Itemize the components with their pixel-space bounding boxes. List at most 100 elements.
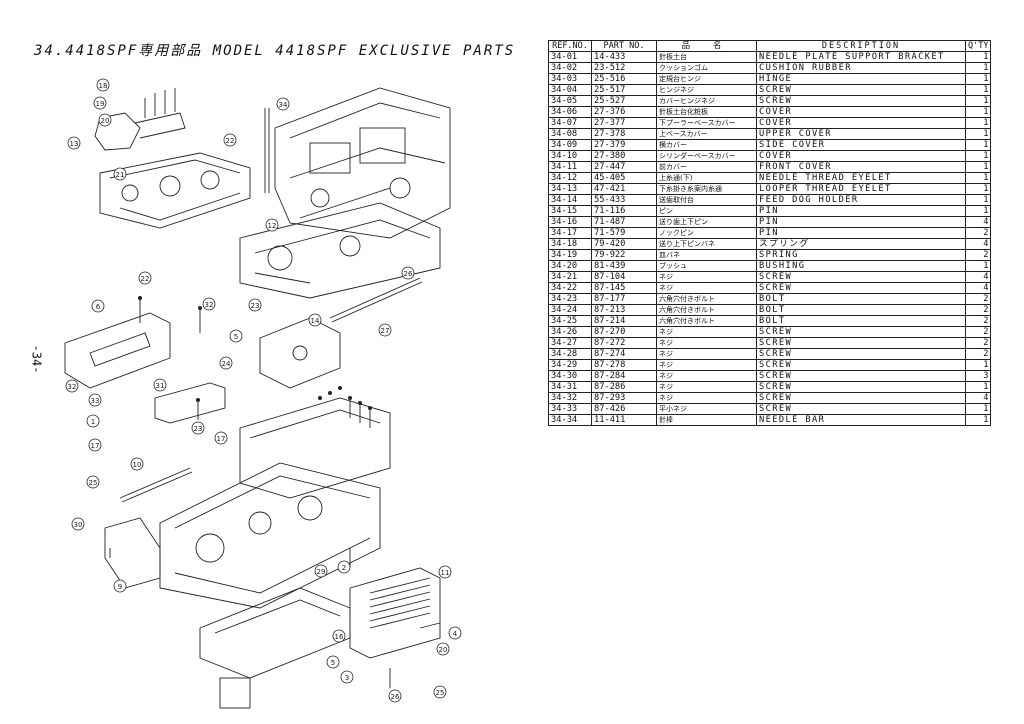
- cell-qty: 1: [964, 381, 992, 393]
- callout-bubble: 17: [214, 431, 228, 445]
- cell-qty: 1: [964, 106, 992, 118]
- cell-name-jp: 皿バネ: [656, 249, 757, 261]
- cell-ref: 34-05: [548, 95, 592, 107]
- cell-part-no: 71-487: [591, 216, 657, 228]
- cell-name-jp: 平小ネジ: [656, 403, 757, 415]
- cell-ref: 34-34: [548, 414, 592, 426]
- callout-bubble: 9: [113, 579, 127, 593]
- cell-part-no: 79-922: [591, 249, 657, 261]
- callout-bubble: 12: [265, 218, 279, 232]
- callout-bubble: 32: [202, 297, 216, 311]
- cell-ref: 34-08: [548, 128, 592, 140]
- cell-name-jp: 下糸掛き糸案内糸通: [656, 183, 757, 195]
- cell-part-no: 87-177: [591, 293, 657, 305]
- callout-bubble: 21: [113, 167, 127, 181]
- cell-part-no: 55-433: [591, 194, 657, 206]
- cell-ref: 34-07: [548, 117, 592, 129]
- callout-bubble: 23: [191, 421, 205, 435]
- callout-bubble: 22: [223, 133, 237, 147]
- callout-label: 13: [70, 140, 79, 148]
- callout-label: 20: [439, 646, 448, 654]
- cell-part-no: 27-377: [591, 117, 657, 129]
- cell-description: BOLT: [756, 315, 966, 327]
- callout-bubble: 20: [98, 113, 112, 127]
- cell-ref: 34-04: [548, 84, 592, 96]
- cell-part-no: 87-272: [591, 337, 657, 349]
- cell-part-no: 25-517: [591, 84, 657, 96]
- cell-description: SCREW: [756, 403, 966, 415]
- cell-ref: 34-09: [548, 139, 592, 151]
- cell-ref: 34-27: [548, 337, 592, 349]
- cell-name-jp: ノックピン: [656, 227, 757, 239]
- cell-ref: 34-11: [548, 161, 592, 173]
- cell-qty: 1: [964, 62, 992, 74]
- callout-label: 14: [311, 317, 320, 325]
- front-cover-part: [349, 567, 441, 659]
- cell-ref: 34-33: [548, 403, 592, 415]
- cell-name-jp: 六角穴付きボルト: [656, 293, 757, 305]
- cell-description: SCREW: [756, 282, 966, 294]
- cell-qty: 1: [964, 139, 992, 151]
- cell-description: HINGE: [756, 73, 966, 85]
- callout-label: 21: [116, 171, 125, 179]
- callout-label: 9: [118, 583, 122, 591]
- cell-part-no: 87-145: [591, 282, 657, 294]
- cell-description: SCREW: [756, 326, 966, 338]
- callout-bubble: 3: [340, 670, 354, 684]
- cell-name-jp: 送り上下ピンバネ: [656, 238, 757, 250]
- callout-label: 11: [441, 569, 450, 577]
- cell-part-no: 27-380: [591, 150, 657, 162]
- cell-ref: 34-14: [548, 194, 592, 206]
- cell-qty: 2: [964, 249, 992, 261]
- table-header-row: REF.NO. PART NO. 品 名 DESCRIPTION Q'TY: [548, 40, 992, 52]
- cell-description: UPPER COVER: [756, 128, 966, 140]
- parts-table: REF.NO. PART NO. 品 名 DESCRIPTION Q'TY 34…: [548, 40, 992, 426]
- cell-name-jp: ネジ: [656, 359, 757, 371]
- cell-ref: 34-23: [548, 293, 592, 305]
- cell-name-jp: 下プーラーベースカバー: [656, 117, 757, 129]
- cell-part-no: 87-270: [591, 326, 657, 338]
- cell-part-no: 87-213: [591, 304, 657, 316]
- header-ref: REF.NO.: [548, 40, 592, 52]
- cell-qty: 4: [964, 282, 992, 294]
- cell-description: COVER: [756, 150, 966, 162]
- cell-name-jp: 針板土台: [656, 51, 757, 63]
- cell-description: SCREW: [756, 359, 966, 371]
- cell-description: SCREW: [756, 84, 966, 96]
- cell-ref: 34-29: [548, 359, 592, 371]
- cell-name-jp: ネジ: [656, 337, 757, 349]
- callout-label: 17: [217, 435, 226, 443]
- cell-qty: 3: [964, 370, 992, 382]
- cell-part-no: 87-104: [591, 271, 657, 283]
- cell-part-no: 25-527: [591, 95, 657, 107]
- callout-bubble: 19: [93, 96, 107, 110]
- cell-name-jp: 前カバー: [656, 161, 757, 173]
- cell-description: SCREW: [756, 271, 966, 283]
- callout-bubble: 24: [219, 356, 233, 370]
- cell-name-jp: ネジ: [656, 271, 757, 283]
- cell-description: SCREW: [756, 370, 966, 382]
- page-title: 34.4418SPF専用部品 MODEL 4418SPF EXCLUSIVE P…: [34, 43, 516, 59]
- callout-bubble: 10: [130, 457, 144, 471]
- machine-head-part: [274, 87, 451, 239]
- side-cover-part: [104, 517, 161, 589]
- callout-bubble: 29: [314, 564, 328, 578]
- callout-bubble: 25: [86, 475, 100, 489]
- cell-part-no: 23-512: [591, 62, 657, 74]
- callout-label: 30: [74, 521, 83, 529]
- cell-qty: 4: [964, 392, 992, 404]
- cell-qty: 1: [964, 260, 992, 272]
- cell-part-no: 27-378: [591, 128, 657, 140]
